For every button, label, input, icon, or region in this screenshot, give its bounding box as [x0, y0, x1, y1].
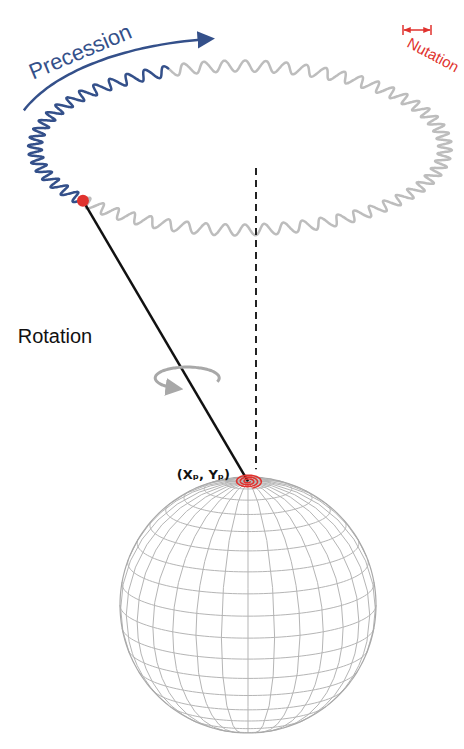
axis-and-arrows [24, 25, 431, 488]
axis-tip-dot [77, 195, 89, 207]
globe-grid [120, 477, 376, 733]
nutation-tick [430, 25, 432, 35]
nutation-tick [402, 25, 404, 35]
nutation-span-arrow [404, 29, 430, 31]
polar-motion-spiral [237, 475, 262, 488]
rotation-arrow [155, 367, 219, 388]
rotation-label: Rotation [18, 325, 93, 347]
vertical-axis [255, 168, 257, 469]
globe-outline [120, 477, 376, 733]
nutation-label: Nutation [404, 35, 461, 76]
earth-globe [120, 477, 376, 733]
nutation-wave-orbit [28, 60, 452, 235]
rotation-axis [83, 201, 248, 482]
precession-label: Precession [25, 20, 135, 85]
pole-coordinates: (Xₚ, Yₚ) [177, 468, 230, 482]
orbit-wave-grey [86, 60, 452, 235]
